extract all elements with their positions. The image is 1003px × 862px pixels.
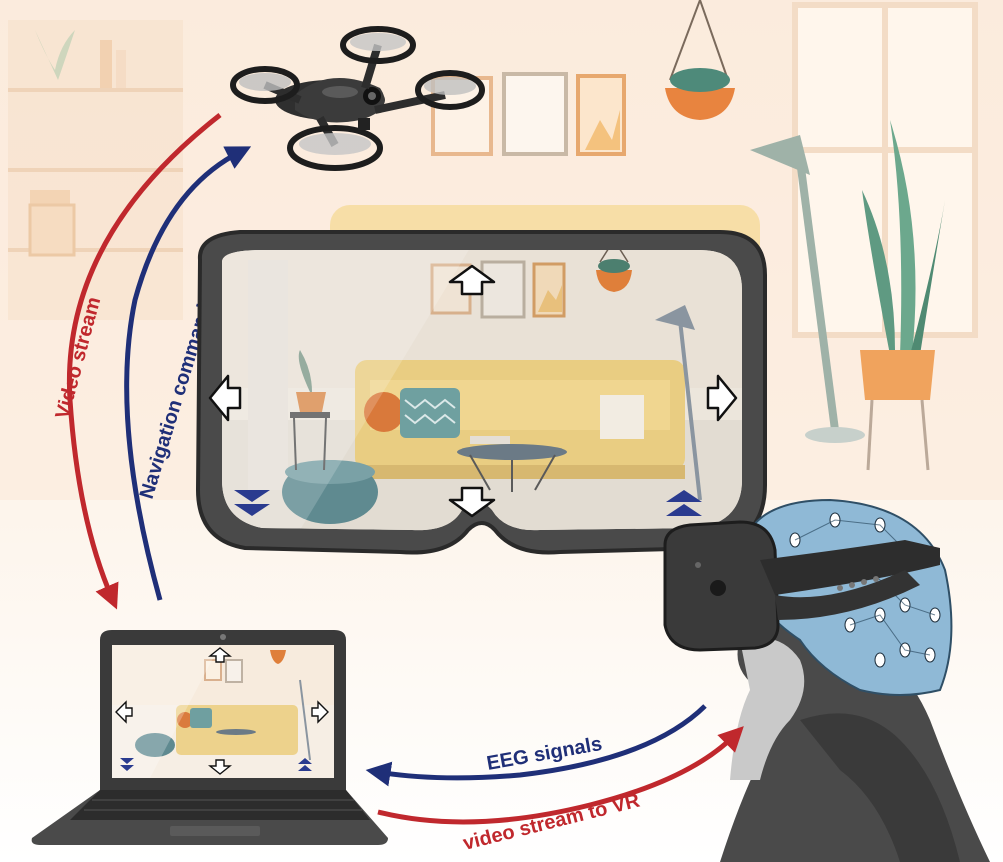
arrow-up-icon (448, 264, 496, 296)
laptop-icon (31, 630, 389, 845)
double-chevron-up-icon (666, 490, 702, 516)
video-stream-to-vr-arrow (377, 726, 744, 825)
vr-headset-icon (195, 230, 767, 555)
double-chevron-down-icon (234, 490, 270, 516)
video-stream-arrow (66, 113, 222, 610)
user-with-eeg-cap-icon (663, 498, 990, 862)
drone-icon (230, 26, 485, 171)
laptop-screen (112, 645, 334, 778)
arrow-down-icon (448, 486, 496, 518)
eeg-signals-arrow (365, 704, 707, 787)
navigation-commands-arrow (124, 146, 252, 601)
arrow-right-icon (706, 374, 738, 422)
arrow-left-icon (208, 374, 242, 422)
vr-view-scene (222, 250, 742, 531)
